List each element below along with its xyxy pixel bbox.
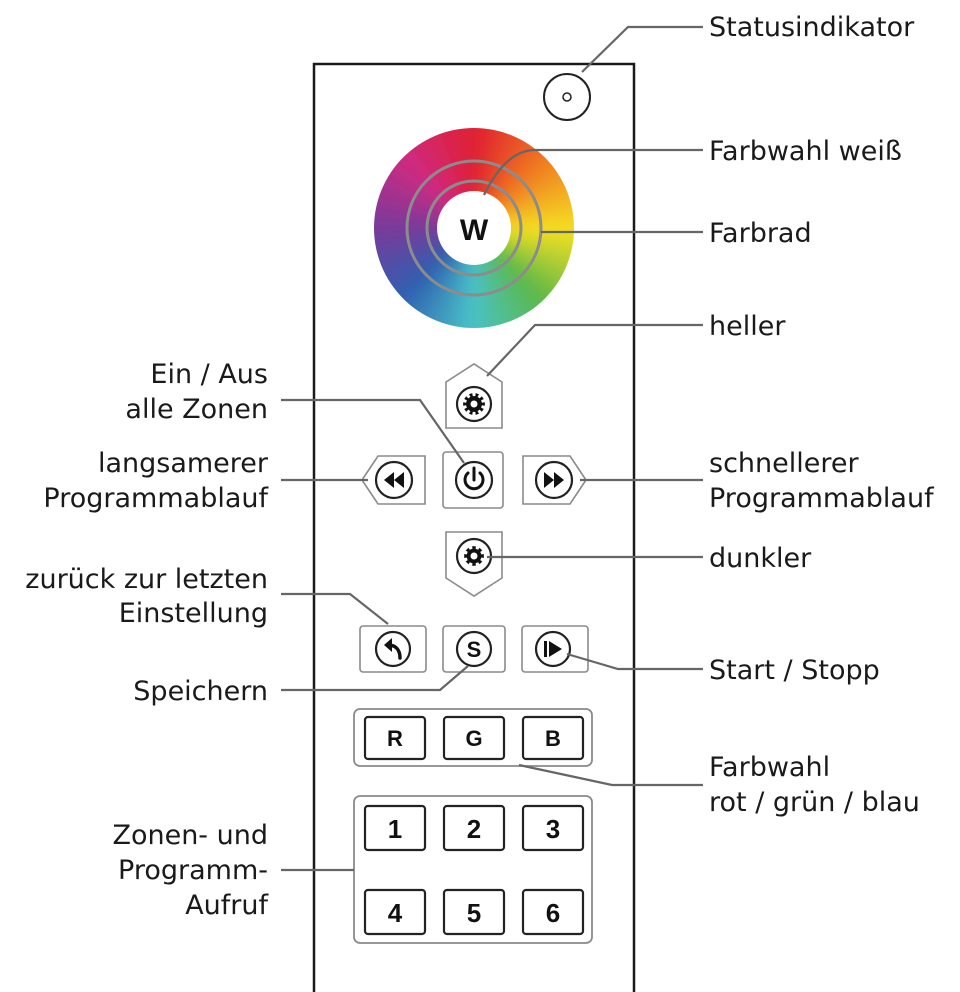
leader-save <box>281 665 469 692</box>
zone-button-6[interactable]: 6 <box>521 888 585 936</box>
play-pause-button[interactable] <box>521 625 589 673</box>
callout-labels: Statusindikator Farbwahl weiß Farbrad he… <box>25 12 935 921</box>
brighter-button[interactable] <box>445 363 503 429</box>
leader-back <box>281 592 389 625</box>
white-button[interactable] <box>437 191 511 265</box>
undo-arrow-icon <box>384 638 402 660</box>
label-faster-line1: schnellerer <box>709 448 859 479</box>
power-button[interactable] <box>442 451 504 509</box>
label-zones-line1: Zonen- und <box>112 820 268 851</box>
status-indicator <box>543 73 591 121</box>
label-start-stop: Start / Stopp <box>709 655 880 686</box>
label-slower-line1: langsamerer <box>98 448 269 479</box>
rgb-button-group: R G B <box>353 708 593 767</box>
brightness-up-icon <box>463 393 485 415</box>
zone-button-label: 6 <box>546 898 560 928</box>
leader-start <box>566 652 703 671</box>
zone-button-2[interactable]: 2 <box>442 804 506 852</box>
label-back-line2: Einstellung <box>119 598 268 629</box>
status-led-icon <box>543 73 591 121</box>
zone-button-5[interactable]: 5 <box>442 888 506 936</box>
label-color-wheel: Farbrad <box>709 218 812 249</box>
label-rgb-line2: rot / grün / blau <box>709 787 920 818</box>
green-button-label: G <box>465 726 482 751</box>
blue-button-label: B <box>545 726 561 751</box>
zone-button-label: 5 <box>467 898 481 928</box>
zone-button-1[interactable]: 1 <box>363 804 427 852</box>
label-slower-line2: Programmablauf <box>43 483 269 514</box>
power-icon <box>463 466 485 491</box>
red-button-label: R <box>387 726 403 751</box>
color-wheel[interactable]: W <box>344 98 604 358</box>
blue-button[interactable]: B <box>521 715 585 761</box>
rewind-button[interactable] <box>361 455 426 505</box>
zone-button-label: 1 <box>388 814 402 844</box>
zone-button-group: 1 2 3 4 5 6 <box>353 795 593 944</box>
label-rgb-line1: Farbwahl <box>709 752 830 783</box>
zone-button-label: 3 <box>546 814 560 844</box>
zone-button-label: 4 <box>388 898 403 928</box>
play-pause-icon <box>544 641 562 657</box>
label-darker: dunkler <box>709 543 812 574</box>
label-white-select: Farbwahl weiß <box>709 136 902 167</box>
leader-brighter <box>486 323 703 377</box>
rewind-icon <box>384 472 404 488</box>
remote-body <box>312 62 636 992</box>
label-power-line2: alle Zonen <box>125 394 268 425</box>
zone-button-3[interactable]: 3 <box>521 804 585 852</box>
fast-forward-button[interactable] <box>522 455 587 505</box>
label-save: Speichern <box>133 676 268 707</box>
white-button-label: W <box>460 214 489 247</box>
leader-lines <box>281 25 703 872</box>
leader-rgb <box>518 763 703 787</box>
leader-status <box>581 25 703 73</box>
zone-button-4[interactable]: 4 <box>363 888 427 936</box>
darker-button[interactable] <box>445 531 503 597</box>
label-zones-line3: Aufruf <box>185 890 269 921</box>
leader-power <box>281 398 465 464</box>
red-button[interactable]: R <box>363 715 427 761</box>
label-brighter: heller <box>709 311 786 342</box>
leader-white <box>483 148 703 196</box>
label-status-indicator: Statusindikator <box>709 12 915 43</box>
label-zones-line2: Programm- <box>118 855 268 886</box>
green-button[interactable]: G <box>442 715 506 761</box>
label-faster-line2: Programmablauf <box>709 483 935 514</box>
brightness-down-icon <box>464 546 484 566</box>
label-power-line1: Ein / Aus <box>150 359 268 390</box>
fast-forward-icon <box>544 472 564 488</box>
label-back-line1: zurück zur letzten <box>25 564 268 595</box>
save-button-label: S <box>467 637 482 662</box>
back-button[interactable] <box>359 625 427 673</box>
zone-button-label: 2 <box>467 814 481 844</box>
save-button[interactable]: S <box>442 625 506 673</box>
